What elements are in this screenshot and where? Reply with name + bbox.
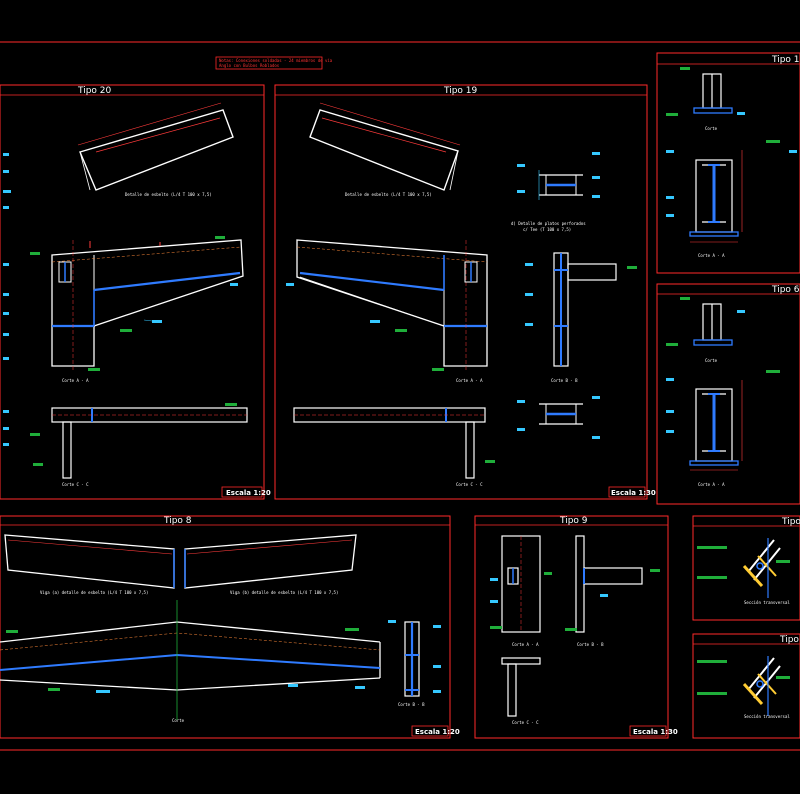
- elevation: [693, 303, 733, 346]
- detail-note-1: d) Detalle de platos perforados: [511, 221, 586, 226]
- plan-view: [51, 407, 248, 479]
- caption-top: Detalle de esbelto (L/4 T 100 x 7,5): [125, 192, 212, 197]
- annotations: [286, 152, 637, 463]
- panel-tipo-19: Tipo 19 Detalle de esbelto (L/4 T 100 x …: [274, 84, 656, 500]
- column-b: [575, 535, 643, 633]
- elev-label: Corte: [705, 358, 718, 363]
- section-label: Corte A - A: [698, 253, 725, 258]
- ridge-frame: [0, 600, 381, 720]
- annotations: [3, 153, 238, 466]
- caption-top: Detalle de esbelto (L/4 T 100 x 7,5): [345, 192, 432, 197]
- panel-title: Tipo 1: [771, 55, 800, 65]
- caption-left: Viga (a) detalle de esbelto (L/4 T 100 x…: [40, 590, 148, 595]
- scale-label: Escala 1:20: [415, 728, 460, 736]
- section-a-label: Corte A - A: [512, 642, 539, 647]
- panel-tipo-6: Tipo 6 Corte Corte A - A: [656, 283, 800, 505]
- plate-detail-bottom: [539, 403, 583, 425]
- scale-label: Escala 1:30: [611, 489, 656, 497]
- plan-label: Corte C - C: [456, 482, 483, 487]
- section-b-label: Corte B - B: [577, 642, 604, 647]
- section-label: Corte B - B: [398, 702, 425, 707]
- plate-detail-top: [538, 170, 583, 200]
- connection-detail: [742, 538, 781, 598]
- column-a: [501, 535, 541, 633]
- section-c-label: Corte C - C: [512, 720, 539, 725]
- panel-tipo-a: Tipo Sección transversal: [692, 515, 800, 621]
- plan-view: [293, 407, 486, 479]
- top-beams: [4, 534, 357, 589]
- detail-note-2: c/ Tee (T 100 x 7,5): [523, 227, 571, 232]
- header-note-line2: Anglo con Bulbos Roblados: [219, 63, 280, 68]
- scale-label: Escala 1:30: [633, 728, 678, 736]
- panel-tipo-20: Tipo 20 Detalle de esbelto (L/4 T 100 x …: [0, 84, 271, 500]
- column-section: [689, 380, 743, 471]
- section-label: Corte A - A: [698, 482, 725, 487]
- top-elevation: [309, 109, 459, 191]
- header-note-line1: Notas: Conexiones soldadas - 24 miembros…: [219, 58, 333, 63]
- annotations: [666, 67, 797, 217]
- section-label: Corte A - A: [62, 378, 89, 383]
- annotations: [6, 620, 441, 693]
- panel-tipo-b: Tipo 1 Sección transversal: [692, 633, 800, 739]
- column-section: [404, 621, 420, 697]
- sheet-border: [0, 41, 800, 751]
- panel-title: Tipo: [781, 517, 800, 527]
- main-section: [296, 239, 488, 370]
- caption: Sección transversal: [744, 600, 790, 605]
- panel-tipo-8: Tipo 8 Viga (a) detalle de esbelto (L/4 …: [0, 515, 460, 739]
- annotations: [697, 660, 790, 695]
- panel-title: Tipo 1: [779, 635, 800, 645]
- panel-tipo-1: Tipo 1 Corte Corte A - A: [656, 52, 800, 274]
- annotations: [666, 297, 780, 433]
- annotations: [490, 569, 660, 631]
- column-stub: [553, 252, 617, 367]
- panel-title: Tipo 6: [771, 285, 800, 295]
- elevation: [693, 73, 733, 114]
- section-label: Corte A - A: [456, 378, 483, 383]
- elev-label: Corte: [705, 126, 718, 131]
- axis-label: Corte: [172, 718, 185, 723]
- panel-title: Tipo 8: [163, 516, 192, 526]
- column-c: [501, 657, 541, 717]
- main-section: [51, 239, 244, 370]
- panel-tipo-9: Tipo 9 Corte A - A Corte B - B Corte C -…: [474, 515, 678, 739]
- connection-detail: [742, 656, 781, 716]
- caption: Sección transversal: [744, 714, 790, 719]
- column-section: [689, 150, 743, 243]
- panel-title: Tipo 9: [559, 516, 588, 526]
- caption-right: Viga (b) detalle de esbelto (L/4 T 100 x…: [230, 590, 338, 595]
- annotations: [697, 546, 790, 579]
- section-b-label: Corte B - B: [551, 378, 578, 383]
- top-elevation: [79, 109, 234, 191]
- scale-label: Escala 1:20: [226, 489, 271, 497]
- panel-title: Tipo 19: [443, 86, 478, 96]
- panel-title: Tipo 20: [77, 86, 112, 96]
- plan-label: Corte C - C: [62, 482, 89, 487]
- header-note: Notas: Conexiones soldadas - 24 miembros…: [215, 56, 333, 70]
